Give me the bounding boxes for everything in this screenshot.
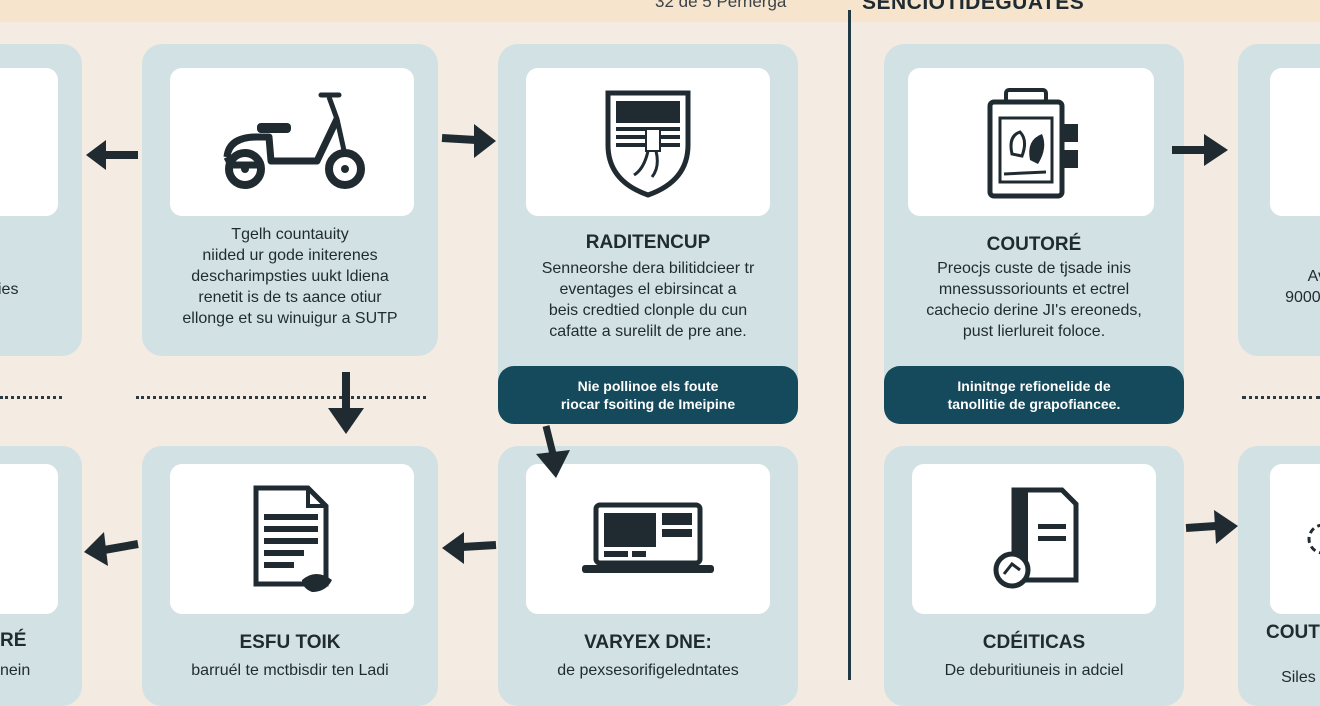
arrow-right-icon <box>1172 134 1228 166</box>
note-pill: Ininitnge refionelide de tanollitie de g… <box>884 366 1184 424</box>
card-text: barruél te mctbisdir ten Ladi <box>191 662 389 679</box>
card-title: COUT <box>1266 622 1320 643</box>
shield-icon <box>605 90 691 198</box>
scooter-icon <box>223 92 365 189</box>
section-divider <box>848 10 851 680</box>
icon-box <box>1270 68 1320 216</box>
icon-box <box>908 68 1154 216</box>
card-text: de pexsesorifigeledntates <box>557 662 739 679</box>
card-title: ESFU TOIK <box>239 632 341 653</box>
icon-box <box>526 464 770 614</box>
arrow-right-icon <box>441 124 496 158</box>
card-text: nein <box>0 662 31 679</box>
icon-box <box>1270 464 1320 614</box>
icon-box <box>0 464 58 614</box>
icon-box <box>912 464 1156 614</box>
card-title: VARYEX DNE: <box>584 632 712 653</box>
gear-icon <box>1307 523 1320 555</box>
document-icon <box>253 485 332 592</box>
arrow-left-icon <box>84 532 139 566</box>
arrow-left-icon <box>86 140 138 170</box>
card-left-bottom-partial: RÉ nein <box>0 446 82 706</box>
card-left-top-partial: n ities <box>0 44 82 356</box>
header-right-title: SENCIOTIDEGUATES <box>862 0 1085 14</box>
header-left-text: 32 de 5 Pernerga <box>655 0 787 11</box>
icon-box <box>170 464 414 614</box>
card-right-bottom-partial: COUT e Siles po <box>1238 446 1320 706</box>
card-folder: CDÉITICAS De deburitiuneis in adciel <box>884 446 1184 706</box>
card-laptop: VARYEX DNE: de pexsesorifigeledntates <box>498 446 798 706</box>
card-text: Avc 9000 d d <box>1285 268 1320 306</box>
card-right-top-partial: Avc 9000 d d <box>1238 44 1320 356</box>
card-text: Tgelh countauity niided ur gode initeren… <box>182 226 398 327</box>
arrow-left-icon <box>442 532 497 564</box>
icon-box <box>0 68 58 216</box>
container-icon <box>987 88 1078 199</box>
card-text: Senneorshe dera bilitidcieer tr eventage… <box>541 260 755 340</box>
card-text: De deburitiuneis in adciel <box>944 662 1124 679</box>
arrow-down-icon <box>328 372 364 434</box>
dotted-separator <box>1242 396 1320 399</box>
card-container: COUTORÉ Preocjs custe de tjsade inis mne… <box>884 44 1184 424</box>
card-title: COUTORÉ <box>986 234 1082 255</box>
arrow-down-icon <box>536 425 570 478</box>
card-title: RADITENCUP <box>585 232 711 253</box>
card-text: Preocjs custe de tjsade inis mnessussori… <box>926 260 1142 340</box>
dotted-separator <box>136 396 426 399</box>
card-document: ESFU TOIK barruél te mctbisdir ten Ladi <box>142 446 438 706</box>
card-title: CDÉITICAS <box>982 632 1086 653</box>
note-pill: Nie pollinoe els foute riocar fsoiting d… <box>498 366 798 424</box>
header-band <box>0 0 1320 22</box>
icon-box <box>170 68 414 216</box>
card-text: n ities <box>0 281 19 298</box>
folder-icon <box>993 487 1079 589</box>
card-title: RÉ <box>0 630 27 651</box>
card-text: e Siles po <box>1281 669 1316 686</box>
card-shield: RADITENCUP Senneorshe dera bilitidcieer … <box>498 44 798 424</box>
laptop-icon <box>582 502 714 573</box>
card-scooter: Tgelh countauity niided ur gode initeren… <box>142 44 438 356</box>
dotted-separator <box>0 396 62 399</box>
arrow-right-icon <box>1185 510 1238 544</box>
icon-box <box>526 68 770 216</box>
